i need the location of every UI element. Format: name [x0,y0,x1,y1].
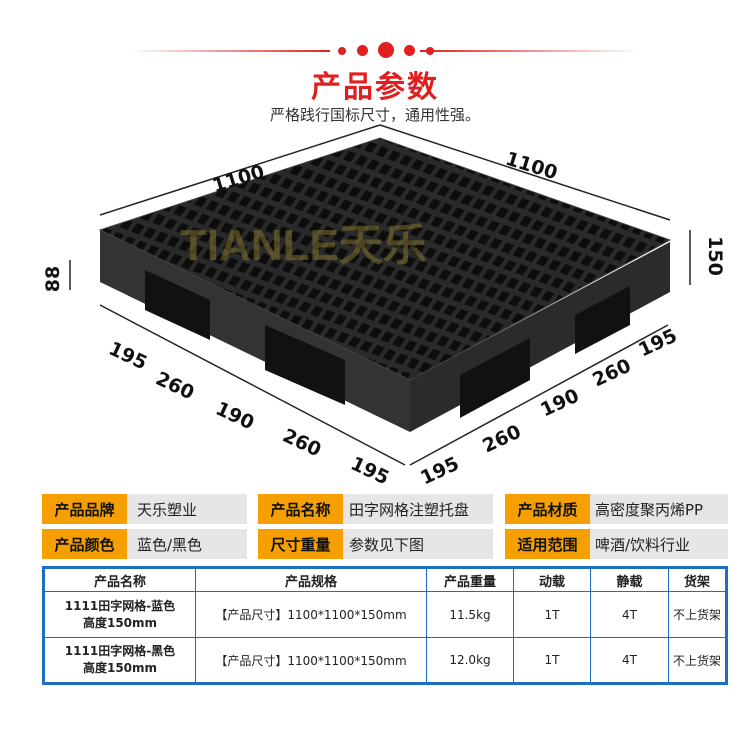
info-value: 蓝色/黑色 [127,529,247,559]
info-value: 参数见下图 [343,529,493,559]
watermark: TIANLE天乐 [180,221,427,270]
cell-static: 4T [590,591,669,638]
info-key: 尺寸重量 [258,529,343,559]
dim-total-height: 150 [703,236,726,276]
dimension-lines [69,124,691,466]
header-dot [404,45,415,56]
header-line-right [420,50,640,52]
col-header: 货架 [668,567,727,592]
name-line: 高度150mm [82,661,158,675]
info-key: 产品名称 [258,494,343,524]
cell-name: 1111田字网格-黑色高度150mm [43,637,196,684]
col-header: 产品名称 [43,567,196,592]
info-usage: 适用范围啤酒/饮料行业 [505,529,728,559]
page-title: 产品参数 [311,70,439,105]
info-key: 产品颜色 [42,529,127,559]
cell-rack: 不上货架 [668,637,727,684]
cell-name: 1111田字网格-蓝色高度150mm [43,591,196,638]
pallet-image [98,137,672,432]
col-header: 产品规格 [195,567,427,592]
header-dot [426,47,434,55]
info-value: 高密度聚丙烯PP [590,494,728,524]
dim-side-height: 88 [42,265,65,293]
cell-dynamic: 1T [513,637,591,684]
header-dot [357,45,368,56]
cell-dynamic: 1T [513,591,591,638]
header-line-left [130,50,330,52]
name-line: 高度150mm [82,615,158,630]
spec-table: 产品名称 产品规格 产品重量 动载 静载 货架 1111田字网格-蓝色高度150… [42,566,728,685]
table-header-row: 产品名称 产品规格 产品重量 动载 静载 货架 [43,567,727,592]
table-row: 1111田字网格-黑色高度150mm 【产品尺寸】1100*1100*150mm… [43,637,727,684]
page-subtitle: 严格践行国标尺寸，通用性强。 [269,106,480,124]
info-value: 啤酒/饮料行业 [590,529,728,559]
name-line: 1111田字网格-蓝色 [64,598,176,613]
pallet-diagram: TIANLE天乐 [69,124,691,466]
cell-spec: 【产品尺寸】1100*1100*150mm [195,637,427,684]
info-material: 产品材质高密度聚丙烯PP [505,494,728,524]
info-color: 产品颜色蓝色/黑色 [42,529,247,559]
info-key: 产品品牌 [42,494,127,524]
col-header: 动载 [513,567,591,592]
info-key: 适用范围 [505,529,590,559]
cell-weight: 11.5kg [426,591,514,638]
col-header: 产品重量 [426,567,514,592]
col-header: 静载 [590,567,669,592]
cell-rack: 不上货架 [668,591,727,638]
info-size-weight: 尺寸重量参数见下图 [258,529,493,559]
name-line: 1111田字网格-黑色 [64,644,176,658]
cell-static: 4T [590,637,669,684]
header-dot [338,47,346,55]
info-brand: 产品品牌天乐塑业 [42,494,247,524]
info-value: 天乐塑业 [127,494,247,524]
info-key: 产品材质 [505,494,590,524]
header-dot [378,42,394,58]
cell-weight: 12.0kg [426,637,514,684]
cell-spec: 【产品尺寸】1100*1100*150mm [195,591,427,638]
info-name: 产品名称田字网格注塑托盘 [258,494,493,524]
table-row: 1111田字网格-蓝色高度150mm 【产品尺寸】1100*1100*150mm… [43,591,727,638]
info-value: 田字网格注塑托盘 [343,494,493,524]
